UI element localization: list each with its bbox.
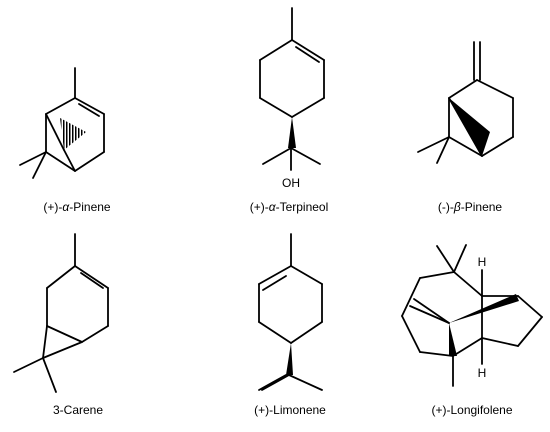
- limonene-wedge: [286, 343, 293, 375]
- caption-text: 3-Carene: [52, 403, 104, 417]
- caption-suffix: -Terpineol: [275, 200, 329, 214]
- caption-text: (+)-Limonene: [254, 403, 326, 417]
- alpha-pinene-structure: [19, 67, 105, 179]
- h-bottom-label: H: [478, 366, 487, 380]
- caption-suffix: -Pinene: [460, 200, 503, 214]
- caption-text: (+)-Longifolene: [431, 403, 513, 417]
- caption-prefix: (+)-: [43, 200, 63, 214]
- oh-label: OH: [282, 176, 300, 190]
- caption-prefix: (+)-: [249, 200, 269, 214]
- beta-pinene-structure: [417, 41, 514, 164]
- caption-suffix: -Pinene: [69, 200, 111, 214]
- limonene-structure: [258, 233, 323, 391]
- alpha-pinene-hash-wedge: [60, 118, 86, 150]
- beta-pinene-wedge: [449, 98, 490, 156]
- caption-alpha-pinene: (+)-α-Pinene: [43, 200, 110, 214]
- longifolene-structure: H H: [401, 244, 543, 387]
- h-top-label: H: [478, 255, 487, 269]
- longifolene-bottom-wedge: [449, 323, 457, 356]
- caption-greek: β: [453, 200, 461, 214]
- caption-limonene: (+)-Limonene: [254, 403, 326, 417]
- caption-prefix: (-)-: [437, 200, 454, 214]
- caption-greek: α: [268, 200, 276, 214]
- longifolene-top-wedge: [449, 294, 519, 323]
- 3-carene-structure: [13, 233, 109, 393]
- caption-longifolene: (+)-Longifolene: [431, 403, 512, 417]
- caption-greek: α: [62, 200, 70, 214]
- alpha-terpineol-structure: OH: [259, 7, 325, 190]
- alpha-terpineol-wedge: [288, 117, 296, 148]
- caption-beta-pinene: (-)-β-Pinene: [438, 200, 502, 214]
- caption-3-carene: 3-Carene: [53, 403, 103, 417]
- caption-alpha-terpineol: (+)-α-Terpineol: [250, 200, 329, 214]
